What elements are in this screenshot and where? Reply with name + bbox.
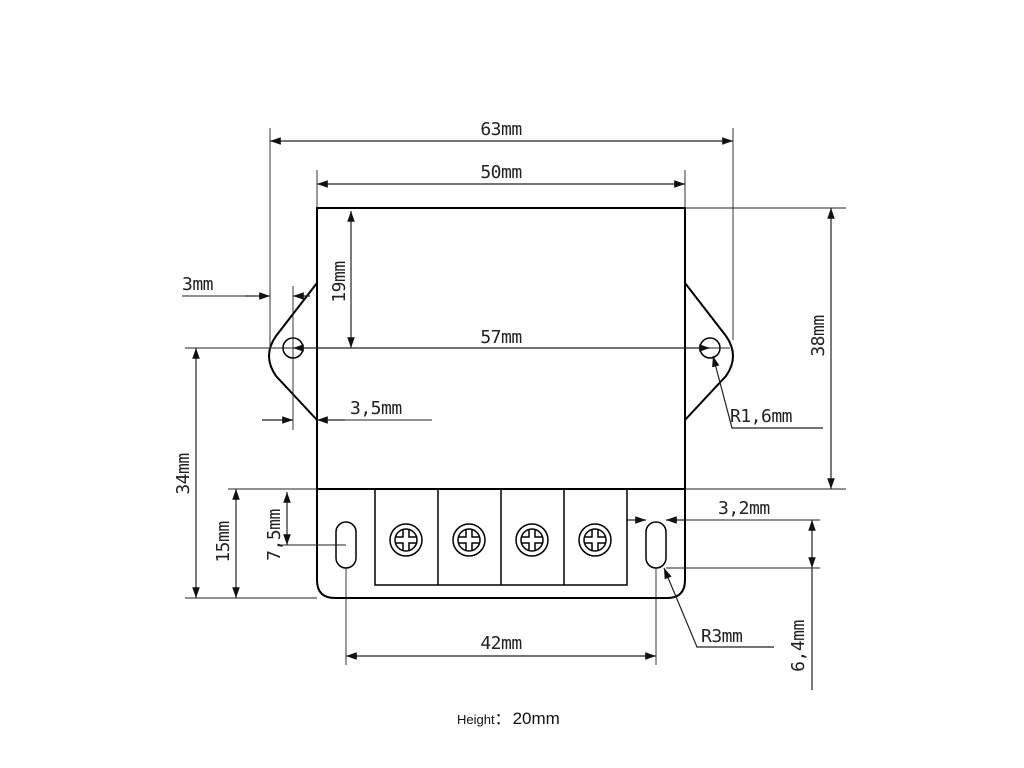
dim-label-body-height: 38mm <box>808 315 829 356</box>
dimension-lines <box>182 128 846 690</box>
screw-terminal-icon <box>515 523 549 557</box>
dim-label-slot-length: 6,4mm <box>788 620 809 672</box>
screw-terminal-icon <box>452 523 486 557</box>
dim-label-terminal-height: 15mm <box>213 521 234 562</box>
dim-label-slot-radius: R3mm <box>701 626 742 647</box>
dim-label-overall-width: 63mm <box>480 119 521 140</box>
dim-label-slot-spacing: 42mm <box>480 633 521 654</box>
height-caption: Height：20mm <box>457 709 560 728</box>
dim-label-upper-height: 19mm <box>329 261 350 302</box>
dim-label-height-to-holes: 34mm <box>173 453 194 494</box>
dim-label-slot-height: 7,5mm <box>264 509 285 561</box>
height-caption-label: Height <box>457 712 495 727</box>
dim-label-hole-radius: R1,6mm <box>730 406 792 427</box>
right-mounting-ear <box>684 282 734 421</box>
dim-label-hole-spacing: 57mm <box>480 327 521 348</box>
terminal-base-plate <box>316 489 686 599</box>
screw-terminal-icon <box>389 523 423 557</box>
left-mounting-ear <box>268 282 318 421</box>
dim-label-ear-offset: 3mm <box>182 274 213 295</box>
height-caption-sep: ： <box>495 711 511 728</box>
height-caption-value: 20mm <box>513 709 560 728</box>
dim-label-slot-width: 3,2mm <box>718 498 770 519</box>
right-mounting-slot <box>645 521 667 569</box>
dim-label-body-width: 50mm <box>480 162 521 183</box>
screw-terminal-icon <box>578 523 612 557</box>
dim-label-ear-edge: 3,5mm <box>350 398 402 419</box>
